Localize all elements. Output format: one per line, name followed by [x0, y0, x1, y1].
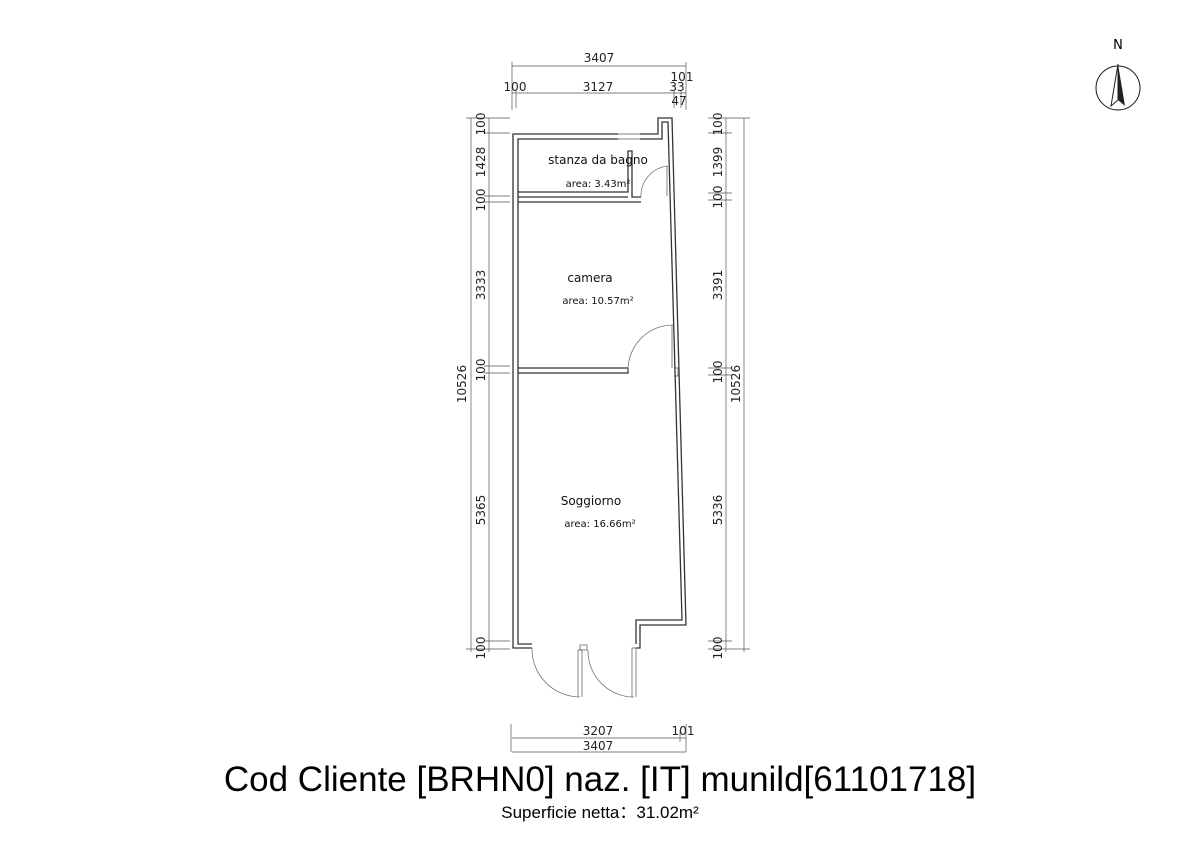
- room-name: Soggiorno: [561, 494, 622, 508]
- entrance-door-left-leaf: [577, 649, 583, 697]
- bedroom-door-swing: [627, 324, 674, 371]
- partition-stub: [674, 367, 679, 377]
- door-post: [579, 644, 588, 651]
- dim-right-1: 1399: [711, 147, 725, 178]
- dim-right-4: 100: [711, 361, 725, 384]
- room-soggiorno: Soggiorno area: 16.66m²: [561, 494, 636, 530]
- left-dimensions: 10526 100 1428 100 3333 100 5365 100: [455, 113, 510, 660]
- bedroom-partition: [518, 367, 629, 374]
- outer-wall-outline: [512, 117, 687, 649]
- dim-top-middle: 3127: [583, 80, 614, 94]
- room-area: area: 10.57m²: [562, 296, 633, 307]
- dim-left-0: 100: [474, 113, 488, 136]
- net-area-label: Superficie netta：31.02m²: [501, 803, 699, 822]
- dim-left-4: 100: [474, 359, 488, 382]
- bathroom-door-swing: [640, 165, 669, 198]
- dim-right-6: 100: [711, 637, 725, 660]
- dim-bottom-main: 3207: [583, 724, 614, 738]
- dim-top-left: 100: [504, 80, 527, 94]
- north-compass: N: [1095, 38, 1141, 111]
- room-area: area: 3.43m²: [566, 179, 631, 190]
- window: [618, 133, 640, 140]
- dim-left-5: 5365: [474, 495, 488, 526]
- north-arrow-icon: [1110, 63, 1119, 108]
- dim-top-right-a: 33: [669, 80, 684, 94]
- north-label: N: [1113, 38, 1123, 53]
- dim-left-total: 10526: [455, 365, 469, 403]
- right-dimensions: 10526 100 1399 100 3391 100 5336 100: [708, 113, 750, 660]
- dim-bottom-right: 101: [672, 724, 695, 738]
- entrance-door-right-swing: [587, 649, 635, 698]
- room-stanza-da-bagno: stanza da bagno area: 3.43m²: [548, 153, 648, 190]
- room-name: stanza da bagno: [548, 153, 648, 167]
- inner-wall-outline: [517, 121, 683, 645]
- dim-right-2: 100: [711, 186, 725, 209]
- dim-top-right-c: 47: [671, 94, 686, 108]
- dim-bottom-total: 3407: [583, 739, 614, 753]
- dim-right-0: 100: [711, 113, 725, 136]
- dim-top-right-b: 101: [671, 70, 694, 84]
- dim-left-2: 100: [474, 189, 488, 212]
- dim-top-total: 3407: [584, 51, 615, 65]
- dim-left-1: 1428: [474, 147, 488, 178]
- dim-right-3: 3391: [711, 270, 725, 301]
- dim-right-5: 5336: [711, 495, 725, 526]
- entrance-door-left-swing: [531, 647, 581, 698]
- room-name: camera: [567, 271, 612, 285]
- dim-right-total: 10526: [729, 365, 743, 403]
- north-arrow-fill-icon: [1118, 64, 1125, 106]
- bathroom-partition: [518, 150, 641, 198]
- room-camera: camera area: 10.57m²: [562, 271, 633, 307]
- dim-left-6: 100: [474, 637, 488, 660]
- extension-lines: [466, 117, 510, 650]
- bottom-dimensions: 3207 101 3407: [510, 724, 695, 753]
- extension-lines: [708, 117, 750, 650]
- plan-title: Cod Cliente [BRHN0] naz. [IT] munild[611…: [224, 760, 976, 799]
- room-area: area: 16.66m²: [564, 519, 635, 530]
- walls: [512, 117, 687, 698]
- dim-left-3: 3333: [474, 270, 488, 301]
- entrance-door-right-leaf: [631, 647, 637, 697]
- top-dimensions: 3407 100 3127 33 101 47: [504, 51, 694, 110]
